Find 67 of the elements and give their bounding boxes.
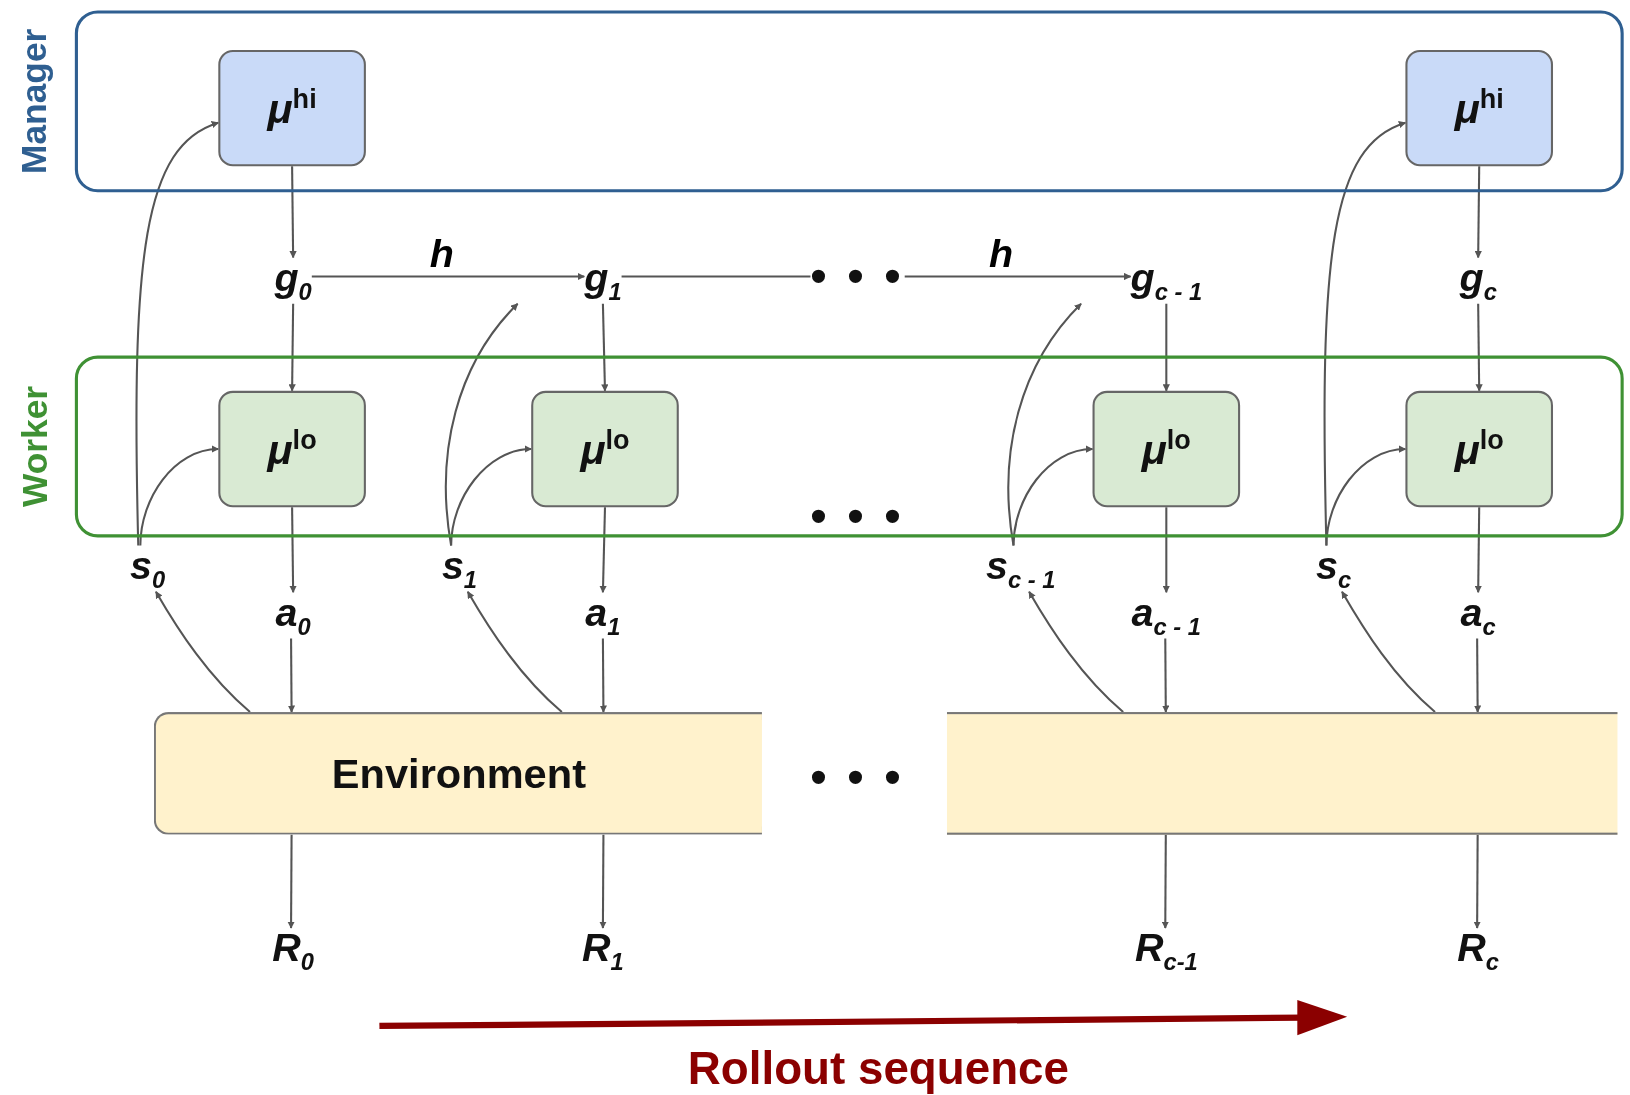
arrow (466, 591, 563, 713)
policy-symbol: μ$^{hi}$ (1454, 83, 1504, 133)
variable-label: s$_{c - 1}$ (986, 545, 1056, 592)
policy-symbol: μ$^{lo}$ (1141, 424, 1191, 474)
policy-box (218, 49, 366, 167)
variable-label: g$_{1}$ (584, 257, 622, 304)
environment-box (153, 712, 762, 835)
arrow (1007, 303, 1082, 546)
arrow (287, 638, 296, 713)
variable-label: a$_{c}$ (1460, 592, 1496, 639)
arrow (1012, 446, 1094, 546)
variable-label: R$_{c}$ (1457, 928, 1500, 975)
variable-label: a$_{1}$ (585, 592, 621, 639)
arrow (1162, 638, 1170, 713)
arrow (1473, 834, 1481, 929)
arrow (1473, 638, 1482, 713)
arrow (289, 507, 297, 594)
policy-box (1405, 49, 1553, 167)
arrow (904, 272, 1132, 281)
arrow (289, 166, 297, 259)
arrow (1161, 834, 1169, 929)
arrow (450, 446, 532, 546)
arrow (1028, 591, 1124, 713)
arrow (1474, 166, 1482, 259)
arrow (599, 507, 607, 594)
policy-symbol: μ$^{lo}$ (1454, 424, 1504, 474)
arrow (311, 272, 585, 281)
policy-symbol: μ$^{lo}$ (580, 424, 630, 474)
arrow (1475, 303, 1483, 392)
arrow (1162, 303, 1170, 392)
policy-box (531, 390, 679, 508)
group-title: Manager (13, 28, 55, 175)
arrow (288, 303, 296, 392)
policy-box (218, 390, 366, 508)
arrow (1325, 446, 1407, 546)
arrow (599, 834, 607, 929)
arrow (601, 303, 609, 392)
arrow (1341, 591, 1436, 713)
arrow (139, 446, 219, 546)
variable-label: g$_{c}$ (1459, 257, 1497, 304)
box-title: Environment (331, 750, 586, 797)
arrow (287, 834, 295, 929)
arrow (155, 591, 251, 713)
variable-label: g$_{0}$ (274, 257, 312, 304)
variable-label: s$_{c}$ (1316, 545, 1352, 592)
environment-box (947, 712, 1618, 835)
arrow (1162, 507, 1170, 594)
ellipsis: • • • (810, 754, 905, 801)
policy-symbol: μ$^{hi}$ (267, 83, 317, 133)
variable-label: R$_{0}$ (272, 928, 314, 975)
policy-box (1405, 390, 1553, 508)
variable-label: s$_{0}$ (130, 545, 166, 592)
policy-symbol: μ$^{lo}$ (267, 424, 317, 474)
arrow (1474, 507, 1482, 594)
variable-label: a$_{0}$ (275, 592, 311, 639)
arrow-caption: Rollout sequence (687, 1042, 1069, 1095)
ellipsis: • • • (810, 493, 905, 540)
arrow (135, 121, 219, 546)
variable-label: g$_{c - 1}$ (1130, 257, 1203, 304)
ellipsis: • • • (810, 253, 905, 300)
variable-label: s$_{1}$ (441, 545, 478, 592)
group-title: Worker (13, 385, 55, 508)
variable-label: R$_{c-1}$ (1134, 928, 1198, 975)
policy-box (1092, 390, 1241, 508)
variable-label: R$_{1}$ (582, 928, 624, 975)
variable-label: a$_{c - 1}$ (1131, 592, 1201, 639)
arrow (599, 638, 607, 713)
